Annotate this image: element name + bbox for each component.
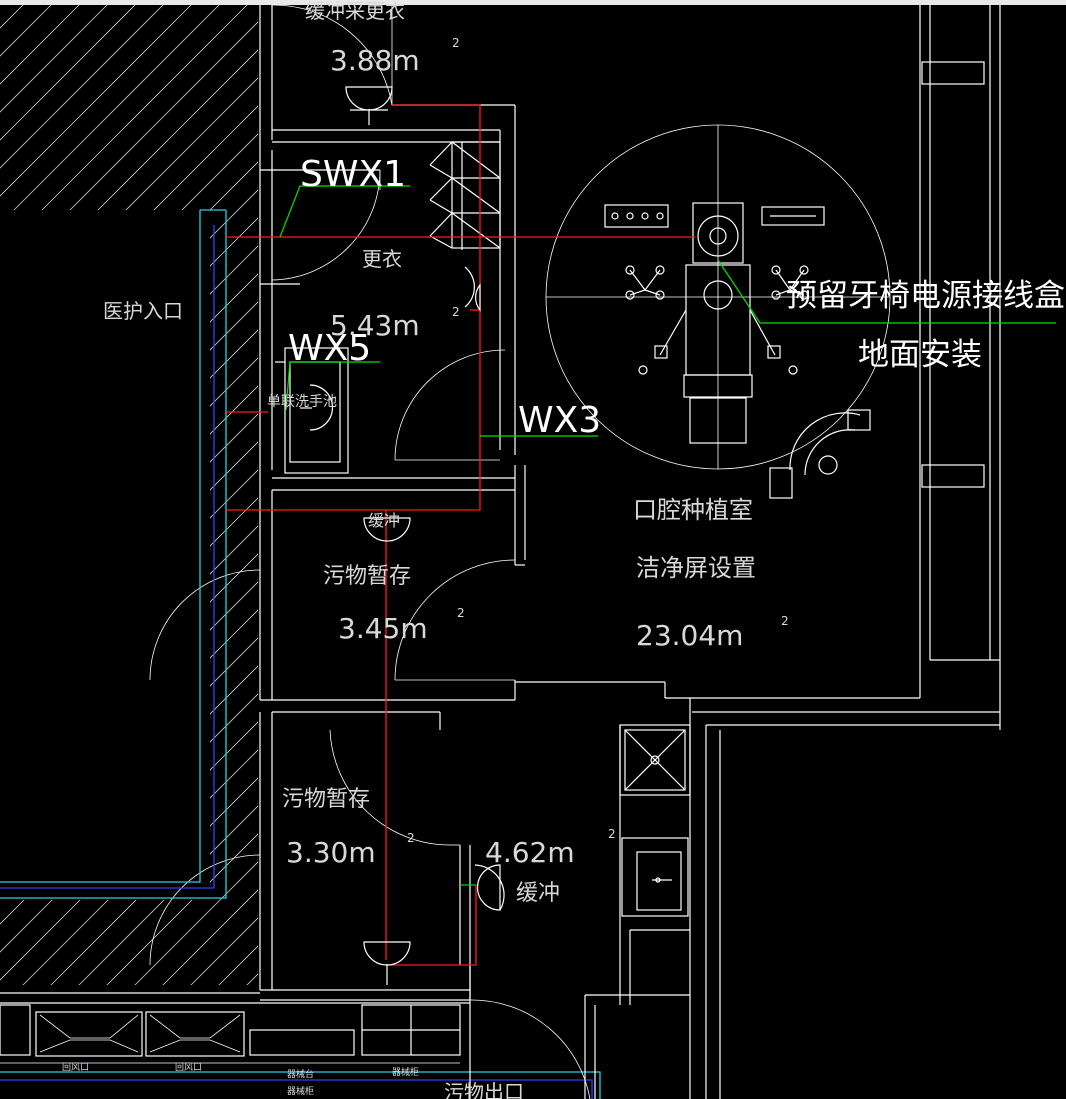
medical-entrance-label: 医护入口 [103,299,183,323]
walls [0,5,1001,1099]
cabinet-label-e: 器械柜 [287,1085,314,1097]
cabinet-label-d: 器械柜 [392,1066,419,1078]
hatch-line [0,5,197,985]
screen-label: 洁净屏设置 [636,554,756,582]
hatch-line [0,5,253,985]
door-arc-left-2 [149,854,261,966]
hatch-line [0,5,57,985]
changing-area-sup: 2 [452,305,460,319]
top-room-label: 缓冲采更衣 [305,0,405,23]
hatch-line [328,0,1066,1099]
waste1-label: 污物暂存 [323,564,411,589]
hatch-line [0,5,258,985]
hatch-line [0,5,258,985]
conduit-lines [0,209,601,1099]
waste2-area-sup: 2 [407,831,415,845]
wx5-tag: WX5 [288,328,371,369]
waste1-area-label: 3.45m [338,612,428,645]
hatch-line [103,5,258,985]
buffer-area-label: 4.62m [485,836,575,869]
dental-area-sup: 2 [781,614,789,628]
changing-area-label: 5.43m [330,309,420,342]
lockers [429,141,501,249]
dental-room-label: 口腔种植室 [633,496,753,524]
cabinet-label-a: 回风口 [62,1062,89,1073]
hatch-line [0,5,258,985]
dental-area-label: 23.04m [636,619,743,652]
buffer-label: 缓冲 [516,881,560,906]
hatch-line [0,5,29,985]
wx3-tag: WX3 [518,400,601,441]
hatch-line [0,5,258,985]
hatch-line [0,5,258,985]
room-labels: 缓冲采更衣 3.88m 2 SWX1 更衣 5.43m 2 WX5 单联洗手池 … [62,0,1065,1099]
bottom-cabinets [0,1004,461,1064]
top-area-sup: 2 [452,36,460,50]
hatch-line [300,0,1066,1099]
window-top-strip [0,0,1066,5]
buffer-area-sup: 2 [608,827,616,841]
shower-fixture [619,724,691,917]
hatch-line [0,5,258,985]
hatch-line [0,5,258,985]
hatch-line [0,5,258,985]
socket-note-line1: 预留牙椅电源接线盒 [786,278,1065,314]
leader-lines [279,185,1056,886]
cabinet-label-c: 器械台 [287,1068,314,1080]
socket-note-line2: 地面安装 [858,337,982,373]
hatch-line [0,5,141,985]
hatch-line [0,5,258,985]
floor-drains [345,86,505,985]
hatch-line [0,5,258,985]
handwash-label: 单联洗手池 [267,394,337,410]
hatch-line [0,5,85,985]
hatch-line [0,5,258,985]
hatch-line [0,5,258,985]
hatch-line [47,5,258,985]
swx1-tag: SWX1 [300,154,406,195]
door-arc-left [149,569,261,681]
hatch-line [0,5,113,985]
hatch-line [384,0,1066,1099]
hatch-line [75,5,258,985]
changing-room-label: 更衣 [362,247,402,271]
hatch-line [0,5,225,985]
hatch-line [19,5,258,985]
hatch-line [0,5,258,985]
hatch-line [0,5,258,985]
door-swings [271,4,591,1099]
hatch-line [0,5,258,985]
waste-exit-label: 污物出口 [444,1080,524,1099]
waste2-label: 污物暂存 [282,787,370,812]
cabinet-label-b: 回风口 [175,1062,202,1073]
dental-chair-zone [545,124,891,499]
waste1-area-sup: 2 [457,606,465,620]
top-area-label: 3.88m [330,44,420,77]
waste2-area-label: 3.30m [286,836,376,869]
buffer-marker-1: 缓冲 [368,511,400,530]
